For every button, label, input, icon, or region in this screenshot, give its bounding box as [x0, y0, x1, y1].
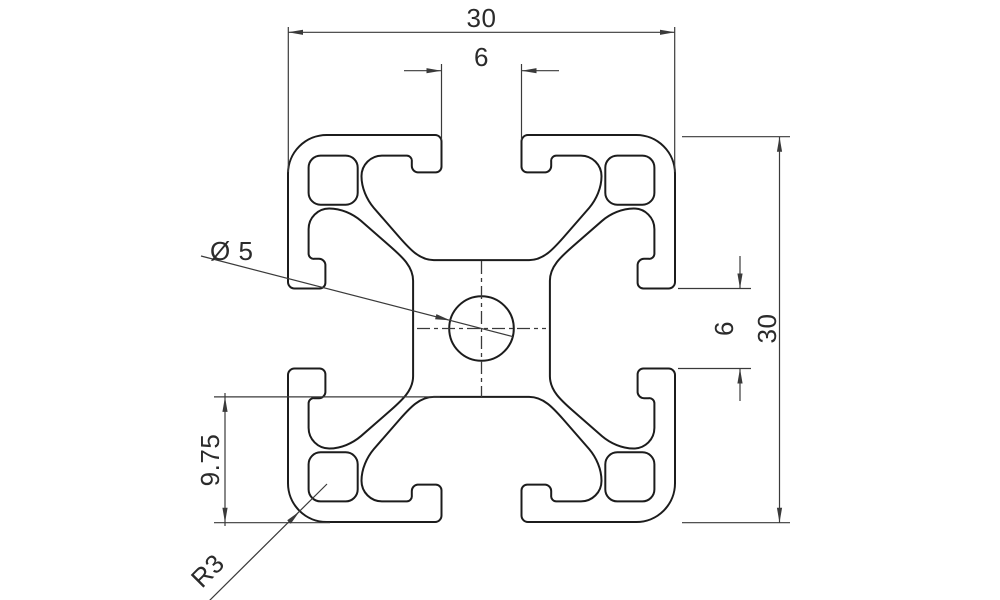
arrow-top-width-left: [288, 29, 303, 35]
arrow-right-slot-top: [737, 273, 743, 289]
arrow-top-width-right: [660, 29, 675, 35]
arrow-depth-bottom: [222, 507, 228, 523]
arrow-depth-top: [222, 396, 228, 412]
arrowheads: [222, 29, 783, 524]
right-slot-width-label: 6: [709, 321, 739, 336]
leader-line-radius: [209, 483, 328, 600]
arrow-right-height-top: [776, 136, 783, 152]
leader-line-hole: [200, 255, 513, 338]
corner-chamber-cavity: [307, 154, 359, 206]
dimension-labels: 30 6 30 6 9.75 Ø 5 R3: [185, 3, 782, 593]
arrow-hole-leader: [435, 314, 451, 321]
profile-quadrant-bottom: [325, 395, 676, 523]
right-height-label: 30: [752, 314, 782, 344]
profile-quadrant-left: [287, 172, 415, 523]
center-hole-diameter-label: Ø 5: [210, 236, 253, 266]
arrow-top-slot-left: [426, 68, 442, 74]
profile-quadrant: [287, 134, 638, 262]
profile-quadrant-right: [548, 134, 676, 485]
dimension-lines: [200, 27, 790, 600]
top-width-label: 30: [467, 3, 497, 33]
arrow-radius-leader: [287, 511, 300, 524]
arrow-right-slot-bottom: [737, 368, 743, 384]
top-slot-width-label: 6: [474, 42, 489, 72]
profile-outline: [287, 134, 638, 262]
arrow-top-slot-right: [521, 68, 537, 74]
arrow-right-height-bottom: [776, 507, 783, 523]
bottom-cavity-depth-label: 9.75: [195, 434, 225, 487]
